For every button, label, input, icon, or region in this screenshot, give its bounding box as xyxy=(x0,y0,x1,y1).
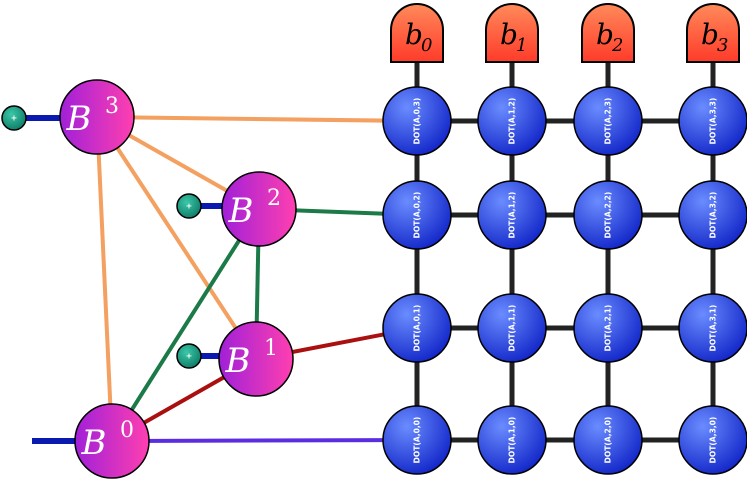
dot-node-label: DOT(A,3,0) xyxy=(709,417,718,464)
bias-node-b1: + xyxy=(176,343,202,369)
output-label: b xyxy=(596,18,614,51)
dot-node-label: DOT(A,0,3) xyxy=(413,98,422,145)
b-node-circle xyxy=(59,79,135,155)
dot-node: DOT(A,2,3) xyxy=(573,86,643,156)
dot-node-circle xyxy=(678,86,747,156)
edge-b3-dot xyxy=(96,115,418,123)
dot-node-circle xyxy=(477,293,547,363)
dot-node-circle xyxy=(678,405,747,475)
dot-node: DOT(A,1,0) xyxy=(477,405,547,475)
dot-node-label: DOT(A,3,3) xyxy=(709,98,718,145)
output-subscript: 2 xyxy=(611,35,623,56)
dot-node-circle xyxy=(573,180,643,250)
output-subscript: 3 xyxy=(717,35,728,56)
bias-node-circle xyxy=(176,343,202,369)
b-node-circle xyxy=(218,321,294,397)
dot-node: DOT(A,0,2) xyxy=(382,180,452,250)
dot-node: DOT(A,3,0) xyxy=(678,405,747,475)
b-node-superscript: 1 xyxy=(264,336,278,361)
output-subscript: 0 xyxy=(421,35,432,56)
bias-node-b3: + xyxy=(1,105,27,131)
dot-node-circle xyxy=(382,405,452,475)
dot-grid: DOT(A,0,3) DOT(A,1,2) DOT(A,2,3) DOT(A,3,3)… xyxy=(382,86,747,475)
bias-node-circle xyxy=(176,193,202,219)
dot-node: DOT(A,1,1) xyxy=(477,293,547,363)
edge-b0-dot xyxy=(111,438,418,443)
edge-b3-b1 xyxy=(95,115,258,361)
dot-node-circle xyxy=(573,293,643,363)
dot-node-label: DOT(A,1,1) xyxy=(508,305,517,352)
output-node-shape xyxy=(581,3,635,63)
dot-node: DOT(A,2,2) xyxy=(573,180,643,250)
dot-node: DOT(A,0,1) xyxy=(382,293,452,363)
dot-node-circle xyxy=(573,405,643,475)
bias-plus-icon: + xyxy=(186,352,193,361)
dot-node-circle xyxy=(477,86,547,156)
dot-node-circle xyxy=(477,405,547,475)
dot-node-label: DOT(A,0,1) xyxy=(413,305,422,352)
dot-node-circle xyxy=(382,293,452,363)
output-node-1: b1 xyxy=(485,3,539,63)
dot-node: DOT(A,0,3) xyxy=(382,86,452,156)
dot-node-label: DOT(A,1,2) xyxy=(508,192,517,239)
edge-b3-b0 xyxy=(95,116,114,442)
bias-node-circle xyxy=(1,105,27,131)
dot-node-label: DOT(A,0,0) xyxy=(413,417,422,464)
output-label: b xyxy=(405,18,423,51)
dot-node: DOT(A,3,1) xyxy=(678,293,747,363)
output-node-3: b3 xyxy=(686,3,740,63)
bias-node-b2: + xyxy=(176,193,202,219)
dot-node: DOT(A,1,2) xyxy=(477,86,547,156)
dot-node: DOT(A,3,2) xyxy=(678,180,747,250)
b-node-label: B xyxy=(81,423,107,463)
dot-node-circle xyxy=(573,86,643,156)
output-node-shape xyxy=(485,3,539,63)
dot-node-label: DOT(A,2,1) xyxy=(604,305,613,352)
output-node-shape xyxy=(390,3,444,63)
b-node-circle xyxy=(221,171,297,247)
edge-b2-b0 xyxy=(110,207,261,443)
dot-node-circle xyxy=(382,86,452,156)
dot-node-label: DOT(A,3,1) xyxy=(709,305,718,352)
b-node-circle xyxy=(74,403,150,479)
dot-node-circle xyxy=(678,180,747,250)
output-label: b xyxy=(500,18,518,51)
dot-node-label: DOT(A,2,3) xyxy=(604,98,613,145)
output-node-2: b2 xyxy=(581,3,635,63)
dot-node-label: DOT(A,2,2) xyxy=(604,192,613,239)
output-subscript: 1 xyxy=(516,35,527,56)
b-node-label: B xyxy=(66,99,92,139)
dot-node-circle xyxy=(382,180,452,250)
dot-node-circle xyxy=(678,293,747,363)
dot-node: DOT(A,3,3) xyxy=(678,86,747,156)
dot-node-label: DOT(A,1,2) xyxy=(508,98,517,145)
b-node-label: B xyxy=(225,341,251,381)
b-node-label: B xyxy=(228,191,254,231)
bias-plus-icon: + xyxy=(11,114,18,123)
b-node-superscript: 2 xyxy=(267,186,281,211)
dot-node-label: DOT(A,0,2) xyxy=(413,192,422,239)
b-node-superscript: 3 xyxy=(105,94,119,119)
dot-node-label: DOT(A,3,2) xyxy=(709,192,718,239)
dot-node: DOT(A,2,1) xyxy=(573,293,643,363)
dot-node: DOT(A,0,0) xyxy=(382,405,452,475)
output-node-0: b0 xyxy=(390,3,444,63)
dot-node: DOT(A,1,2) xyxy=(477,180,547,250)
dot-node-label: DOT(A,2,0) xyxy=(604,417,613,464)
bias-plus-icon: + xyxy=(186,202,193,211)
output-node-shape xyxy=(686,3,740,63)
dot-node-circle xyxy=(477,180,547,250)
dot-node: DOT(A,2,0) xyxy=(573,405,643,475)
b-node-superscript: 0 xyxy=(120,418,134,443)
dot-node-label: DOT(A,1,0) xyxy=(508,417,517,464)
output-label: b xyxy=(701,18,719,51)
